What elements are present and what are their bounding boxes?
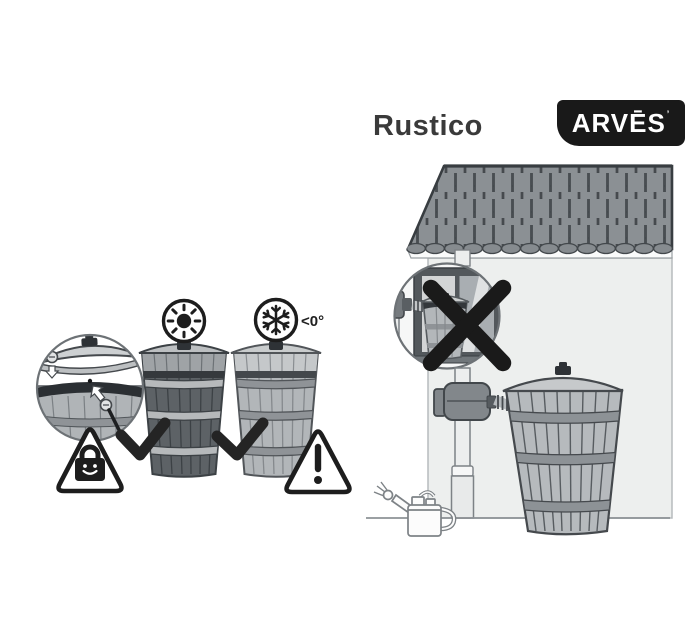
exclamation-icon [314, 443, 322, 484]
care-instructions: <0° [35, 297, 352, 495]
product-name: Rustico [373, 110, 483, 142]
frost-warning-sign [284, 429, 352, 495]
rain-diverter [433, 382, 497, 421]
watering-can-rose [373, 481, 394, 501]
roof-eave-tiles [406, 242, 673, 255]
watering-can-icon [373, 481, 457, 537]
padlock-icon [75, 444, 105, 481]
cross-icon [422, 279, 512, 372]
barrel-hoops [143, 378, 225, 457]
sun-exposure-barrel [138, 337, 230, 478]
downpipe-base [450, 475, 475, 519]
house-scene [366, 164, 674, 537]
downpipe-coupling [451, 465, 474, 477]
lifted-lid [37, 335, 143, 375]
screw-icon [99, 398, 113, 412]
barrel-lid-knob [555, 362, 571, 375]
arrow-down-icon [44, 365, 60, 379]
barrel-hoops [235, 378, 317, 457]
brand-logo-text: ARVĒS [571, 107, 666, 138]
snowflake-icon [253, 297, 299, 343]
detail-circle-outline [393, 262, 501, 370]
rain-barrel-detail [508, 391, 621, 532]
barrel-lid [502, 376, 624, 393]
wrong-installation-detail [393, 262, 512, 372]
freeze-temperature-label: <0° [301, 313, 324, 330]
arrow-up-left-icon [89, 385, 106, 402]
screw-hole [87, 378, 93, 384]
sun-icon [161, 298, 207, 344]
child-lock-warning-sign [56, 427, 124, 494]
rain-barrel [502, 362, 624, 536]
barrel-hoops [508, 410, 621, 513]
house-roof [406, 164, 674, 251]
checkmark-icon [115, 417, 171, 461]
lid-lock-detail [35, 333, 145, 443]
checkmark-icon [211, 417, 269, 461]
brand-trademark: ’ [666, 109, 671, 119]
brand-logo: ARVĒS ’ [557, 100, 685, 146]
